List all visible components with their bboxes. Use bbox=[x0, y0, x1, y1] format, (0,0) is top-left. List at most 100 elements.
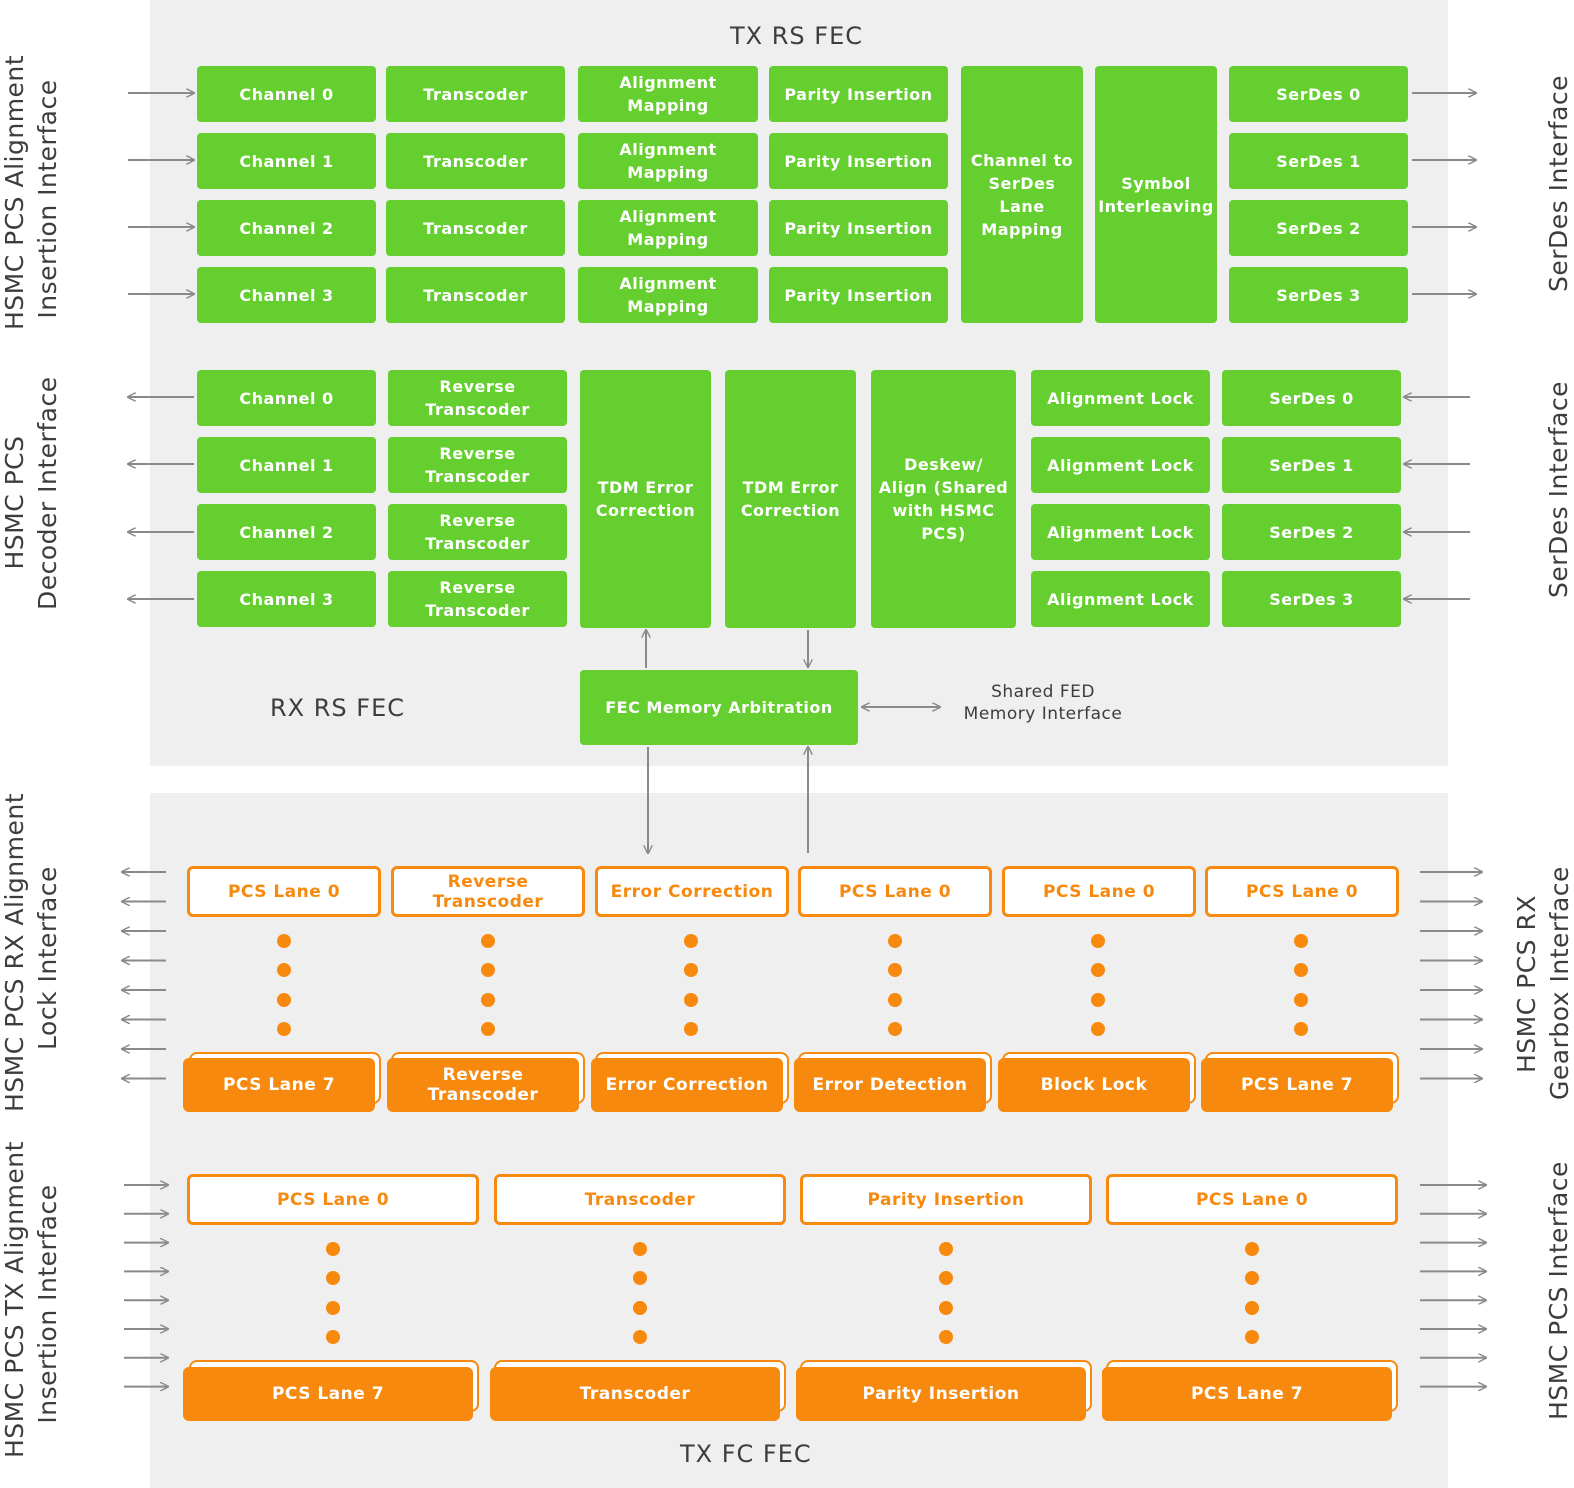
rx-reverse-transcoder-2: Reverse Transcoder bbox=[388, 504, 567, 560]
fc-tx-col-0-dot-0 bbox=[326, 1242, 340, 1256]
fc-rx-col-3-dot-3 bbox=[888, 1021, 902, 1036]
fc-rx-col-5-dot-2 bbox=[1294, 992, 1308, 1007]
fc-rx-col-4-dot-2 bbox=[1091, 992, 1105, 1007]
tx-alignment-mapping-2: Alignment Mapping bbox=[578, 200, 758, 256]
tx-parity-insertion-1: Parity Insertion bbox=[769, 133, 948, 189]
fc-tx-top-2: Parity Insertion bbox=[800, 1174, 1092, 1225]
fc-tx-col-2-dot-3 bbox=[939, 1329, 953, 1344]
fc-rx-col-1-dot-3 bbox=[481, 1021, 495, 1036]
tx-serdes-3: SerDes 3 bbox=[1229, 267, 1408, 323]
right-rx-serdes-label: SerDes Interface bbox=[1544, 380, 1573, 598]
fc-rx-col-2-dot-2 bbox=[684, 992, 698, 1007]
tx-alignment-mapping-3: Alignment Mapping bbox=[578, 267, 758, 323]
tx-channel-3: Channel 3 bbox=[197, 267, 376, 323]
fec-memory-arbitration: FEC Memory Arbitration bbox=[580, 670, 858, 745]
tx-transcoder-1: Transcoder bbox=[386, 133, 565, 189]
fc-rx-col-1-dot-0 bbox=[481, 934, 495, 948]
rx-alignment-lock-0: Alignment Lock bbox=[1031, 370, 1210, 426]
fc-tx-col-2-dot-1 bbox=[939, 1271, 953, 1286]
rx-serdes-1: SerDes 1 bbox=[1222, 437, 1401, 493]
rx-reverse-transcoder-1: Reverse Transcoder bbox=[388, 437, 567, 493]
fc-rx-col-0-dot-2 bbox=[277, 992, 291, 1007]
tx-serdes-0: SerDes 0 bbox=[1229, 66, 1408, 122]
fc-tx-col-1-dot-1 bbox=[633, 1271, 647, 1286]
fc-tx-top-1: Transcoder bbox=[494, 1174, 786, 1225]
fc-tx-top-3: PCS Lane 0 bbox=[1106, 1174, 1398, 1225]
tx-channel-2: Channel 2 bbox=[197, 200, 376, 256]
fc-tx-col-3-dot-1 bbox=[1245, 1271, 1259, 1286]
tx-parity-insertion-2: Parity Insertion bbox=[769, 200, 948, 256]
fc-rx-bottom-5: PCS Lane 7 bbox=[1201, 1058, 1393, 1112]
fc-rx-col-2-dot-3 bbox=[684, 1021, 698, 1036]
rx-reverse-transcoder-3: Reverse Transcoder bbox=[388, 571, 567, 627]
rx-alignment-lock-1: Alignment Lock bbox=[1031, 437, 1210, 493]
fc-rx-col-0-dot-0 bbox=[277, 934, 291, 948]
fc-tx-col-0-dot-3 bbox=[326, 1329, 340, 1344]
fc-rx-bottom-1: Reverse Transcoder bbox=[387, 1058, 579, 1112]
tx-rs-fec-title: TX RS FEC bbox=[730, 22, 863, 50]
fc-rx-col-4-dot-3 bbox=[1091, 1021, 1105, 1036]
fc-rx-col-4-dot-0 bbox=[1091, 934, 1105, 948]
rx-serdes-0: SerDes 0 bbox=[1222, 370, 1401, 426]
fc-rx-bottom-4: Block Lock bbox=[998, 1058, 1190, 1112]
fc-rx-top-1: Reverse Transcoder bbox=[391, 866, 585, 917]
tx-transcoder-2: Transcoder bbox=[386, 200, 565, 256]
fc-tx-col-2-dot-2 bbox=[939, 1300, 953, 1315]
fc-rx-col-1-dot-2 bbox=[481, 992, 495, 1007]
tx-serdes-2: SerDes 2 bbox=[1229, 200, 1408, 256]
fc-tx-bottom-0: PCS Lane 7 bbox=[183, 1367, 473, 1421]
rx-alignment-lock-3: Alignment Lock bbox=[1031, 571, 1210, 627]
tx-serdes-1: SerDes 1 bbox=[1229, 133, 1408, 189]
fc-rx-top-2: Error Correction bbox=[595, 866, 789, 917]
tx-channel-0: Channel 0 bbox=[197, 66, 376, 122]
fc-tx-bottom-2: Parity Insertion bbox=[796, 1367, 1086, 1421]
rx-channel-2: Channel 2 bbox=[197, 504, 376, 560]
fc-tx-col-2-dot-0 bbox=[939, 1242, 953, 1256]
tx-fc-fec-title: TX FC FEC bbox=[680, 1440, 812, 1468]
fc-rx-bottom-3: Error Detection bbox=[794, 1058, 986, 1112]
fc-tx-bottom-3: PCS Lane 7 bbox=[1102, 1367, 1392, 1421]
tx-alignment-mapping-1: Alignment Mapping bbox=[578, 133, 758, 189]
fc-rx-col-5-dot-0 bbox=[1294, 934, 1308, 948]
fc-tx-col-1-dot-3 bbox=[633, 1329, 647, 1344]
tx-parity-insertion-0: Parity Insertion bbox=[769, 66, 948, 122]
fc-rx-col-4-dot-1 bbox=[1091, 963, 1105, 978]
rx-rs-fec-title: RX RS FEC bbox=[270, 694, 406, 722]
fc-rx-top-0: PCS Lane 0 bbox=[187, 866, 381, 917]
fc-tx-top-0: PCS Lane 0 bbox=[187, 1174, 479, 1225]
fc-rx-col-3-dot-2 bbox=[888, 992, 902, 1007]
fc-rx-col-5-dot-1 bbox=[1294, 963, 1308, 978]
fc-tx-col-0-dot-1 bbox=[326, 1271, 340, 1286]
fc-rx-top-5: PCS Lane 0 bbox=[1205, 866, 1399, 917]
fc-rx-col-3-dot-0 bbox=[888, 934, 902, 948]
rx-channel-1: Channel 1 bbox=[197, 437, 376, 493]
fc-rx-col-3-dot-1 bbox=[888, 963, 902, 978]
fc-rx-col-0-dot-3 bbox=[277, 1021, 291, 1036]
rx-serdes-3: SerDes 3 bbox=[1222, 571, 1401, 627]
rx-channel-0: Channel 0 bbox=[197, 370, 376, 426]
rx-reverse-transcoder-0: Reverse Transcoder bbox=[388, 370, 567, 426]
fc-tx-col-3-dot-2 bbox=[1245, 1300, 1259, 1315]
fc-rx-bottom-2: Error Correction bbox=[591, 1058, 783, 1112]
fc-rx-top-4: PCS Lane 0 bbox=[1002, 866, 1196, 917]
fc-tx-col-3-dot-0 bbox=[1245, 1242, 1259, 1256]
rx-channel-3: Channel 3 bbox=[197, 571, 376, 627]
fc-rx-col-0-dot-1 bbox=[277, 963, 291, 978]
fc-tx-bottom-1: Transcoder bbox=[490, 1367, 780, 1421]
fc-rx-col-1-dot-1 bbox=[481, 963, 495, 978]
fc-tx-col-3-dot-3 bbox=[1245, 1329, 1259, 1344]
rx-alignment-lock-2: Alignment Lock bbox=[1031, 504, 1210, 560]
fc-rx-col-2-dot-0 bbox=[684, 934, 698, 948]
rx-serdes-2: SerDes 2 bbox=[1222, 504, 1401, 560]
